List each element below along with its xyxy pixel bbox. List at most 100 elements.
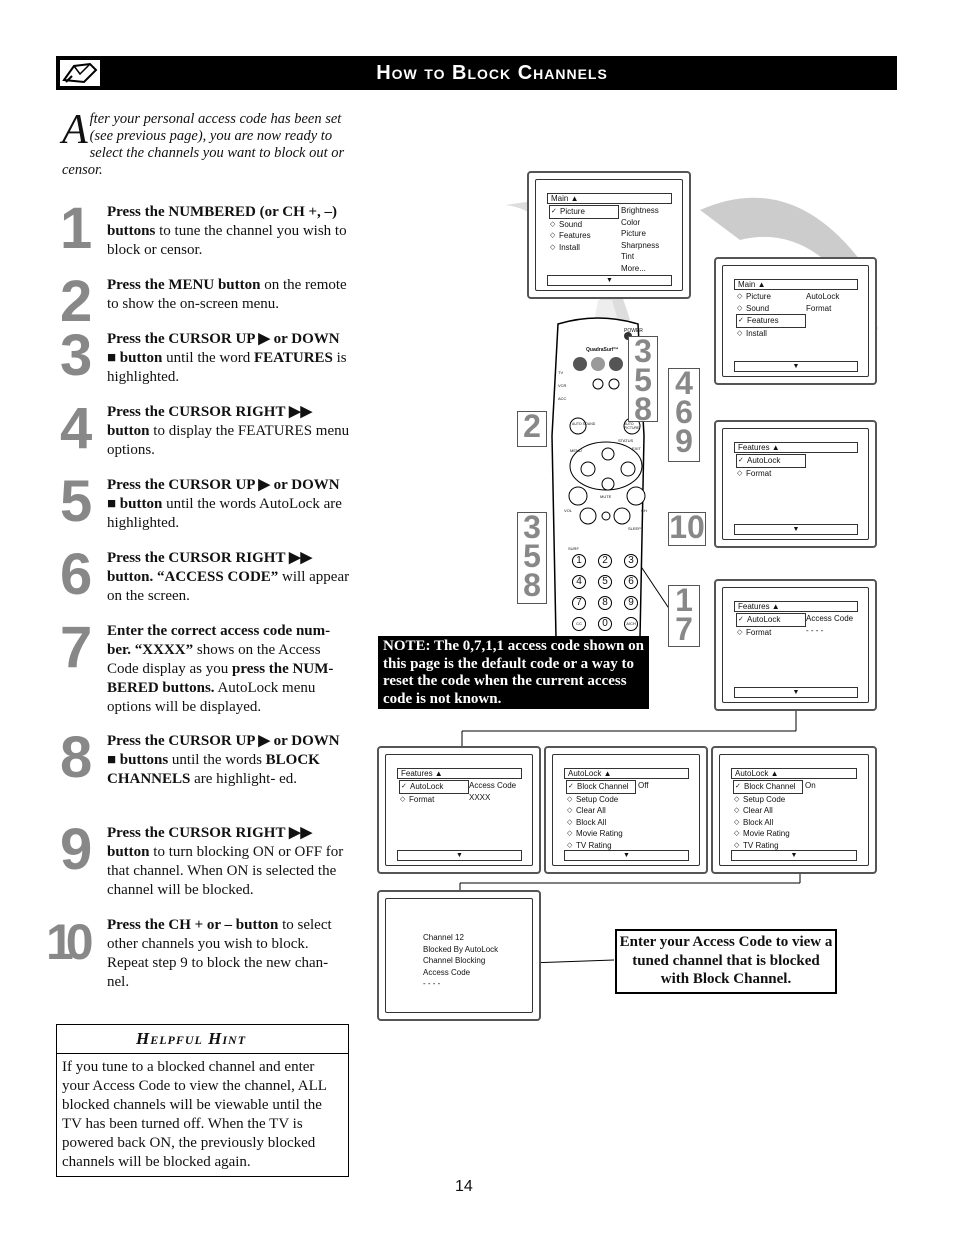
screen-frame: [719, 754, 869, 866]
remote-power-label: POWER: [624, 328, 643, 334]
menu-item: AutoLock: [736, 454, 806, 468]
menu-list: PictureSoundFeaturesInstall: [549, 205, 619, 253]
screen-frame: [385, 754, 533, 866]
menu-item: TV Rating: [566, 840, 636, 852]
submenu-value: Color: [621, 217, 641, 227]
submenu-value: XXXX: [469, 792, 491, 802]
menu-list: Block ChannelSetup CodeClear AllBlock Al…: [733, 780, 803, 851]
step-number: 7: [60, 615, 92, 680]
menu-item: TV Rating: [733, 840, 803, 852]
tv-screen-s7: AutoLock ▲Block ChannelSetup CodeClear A…: [711, 746, 877, 874]
menu-item: AutoLock: [736, 613, 806, 627]
submenu-value: More...: [621, 263, 646, 273]
callout-step-number: 4 6 9: [668, 367, 700, 462]
menu-header: Main ▲: [547, 193, 672, 204]
menu-footer: ▼: [734, 687, 858, 698]
step-text: Press the CURSOR RIGHT ▶▶ button to turn…: [107, 825, 344, 898]
remote-surf-label: SURF: [568, 546, 579, 551]
submenu-value: - - - -: [806, 625, 824, 635]
menu-header: Features ▲: [397, 768, 522, 779]
remote-mute-label: MUTE: [600, 494, 612, 499]
step-text: Enter the correct access code num- ber. …: [107, 623, 334, 715]
screen-frame: [722, 428, 869, 540]
remote-key-ach: A/CH: [624, 617, 638, 631]
remote-key-2: 2: [598, 554, 612, 568]
menu-footer: ▼: [731, 850, 857, 861]
submenu-value: On: [805, 781, 816, 790]
menu-item: Format: [399, 794, 469, 806]
menu-item: Sound: [549, 219, 619, 231]
submenu-value: Access Code: [469, 781, 517, 790]
message-line: - - - -: [423, 979, 441, 988]
remote-sleep-label: SLEEP: [628, 526, 641, 531]
remote-key-9: 9: [624, 596, 638, 610]
step-number: 2: [60, 269, 92, 334]
submenu-values: Access Code- - - -: [806, 613, 853, 636]
menu-header: AutoLock ▲: [731, 768, 857, 779]
screen-frame: [385, 898, 533, 1013]
remote-autosound-label: AUTO SOUND: [572, 422, 596, 426]
menu-item: Block All: [566, 817, 636, 829]
menu-item: Setup Code: [566, 794, 636, 806]
menu-item: Install: [549, 242, 619, 254]
step-text: Press the CURSOR UP ▶ or DOWN ■ button u…: [107, 331, 347, 385]
step-text: Press the CURSOR UP ▶ or DOWN ■ buttons …: [107, 733, 340, 787]
menu-item: Format: [736, 627, 806, 639]
menu-header: Main ▲: [734, 279, 858, 290]
submenu-value: AutoLock: [806, 292, 840, 301]
message-line: Channel Blocking: [423, 956, 486, 965]
submenu-values: On: [805, 780, 816, 792]
tv-screen-s2: Main ▲PictureSoundFeaturesInstallAutoLoc…: [714, 257, 877, 385]
menu-header: Features ▲: [734, 442, 858, 453]
remote-control: POWER QuadraSurf™ TV VCR ACC AUTO SOUND …: [548, 316, 648, 639]
menu-item: Picture: [736, 291, 806, 303]
remote-status-label: STATUS: [618, 438, 634, 443]
remote-vcr-label: VCR: [558, 383, 567, 388]
callout-step-number: 10: [668, 509, 706, 546]
hint-title: Helpful Hint: [56, 1024, 349, 1054]
remote-brand: QuadraSurf™: [586, 347, 619, 353]
callout-step-number: 3 5 8: [628, 335, 658, 425]
submenu-value: Tint: [621, 252, 635, 261]
page-number: 14: [455, 1178, 473, 1195]
menu-header: Features ▲: [734, 601, 858, 612]
page-title: How to Block Channels: [376, 62, 608, 84]
step-number: 4: [60, 396, 92, 461]
callout-step-number: 3 5 8: [517, 511, 547, 604]
remote-key-5: 5: [598, 575, 612, 589]
message-line: Blocked By AutoLock: [423, 944, 499, 954]
menu-footer: ▼: [547, 275, 672, 286]
hint-box: [56, 1024, 349, 1177]
menu-item: Features: [549, 230, 619, 242]
remote-vol-label: VOL: [564, 508, 573, 513]
message-line: Channel 12: [423, 933, 464, 942]
remote-acc-label: ACC: [558, 396, 567, 401]
menu-item: Picture: [549, 205, 619, 219]
remote-key-4: 4: [572, 575, 586, 589]
tv-screen-s4: Features ▲AutoLockFormatAccess Code- - -…: [714, 579, 877, 711]
submenu-value: Brightness: [621, 206, 659, 215]
submenu-value: Off: [638, 781, 649, 790]
screen-frame: [552, 754, 700, 866]
remote-key-0: 0: [598, 617, 612, 631]
step-number: 8: [60, 725, 92, 790]
step-text: Press the CURSOR RIGHT ▶▶ button to disp…: [107, 404, 350, 458]
screen-frame: [722, 265, 869, 377]
menu-header: AutoLock ▲: [564, 768, 689, 779]
remote-key-8: 8: [598, 596, 612, 610]
menu-item: Block Channel: [566, 780, 636, 794]
default-code-note: NOTE: The 0,7,1,1 access code shown on t…: [378, 636, 649, 709]
message-line: Access Code: [423, 967, 471, 977]
hint-text: If you tune to a blocked channel and ent…: [62, 1059, 327, 1170]
menu-item: Sound: [736, 303, 806, 315]
menu-item: Block All: [733, 817, 803, 829]
step-number: 3: [60, 323, 92, 388]
submenu-value: Sharpness: [621, 240, 660, 250]
menu-item: Install: [736, 328, 806, 340]
